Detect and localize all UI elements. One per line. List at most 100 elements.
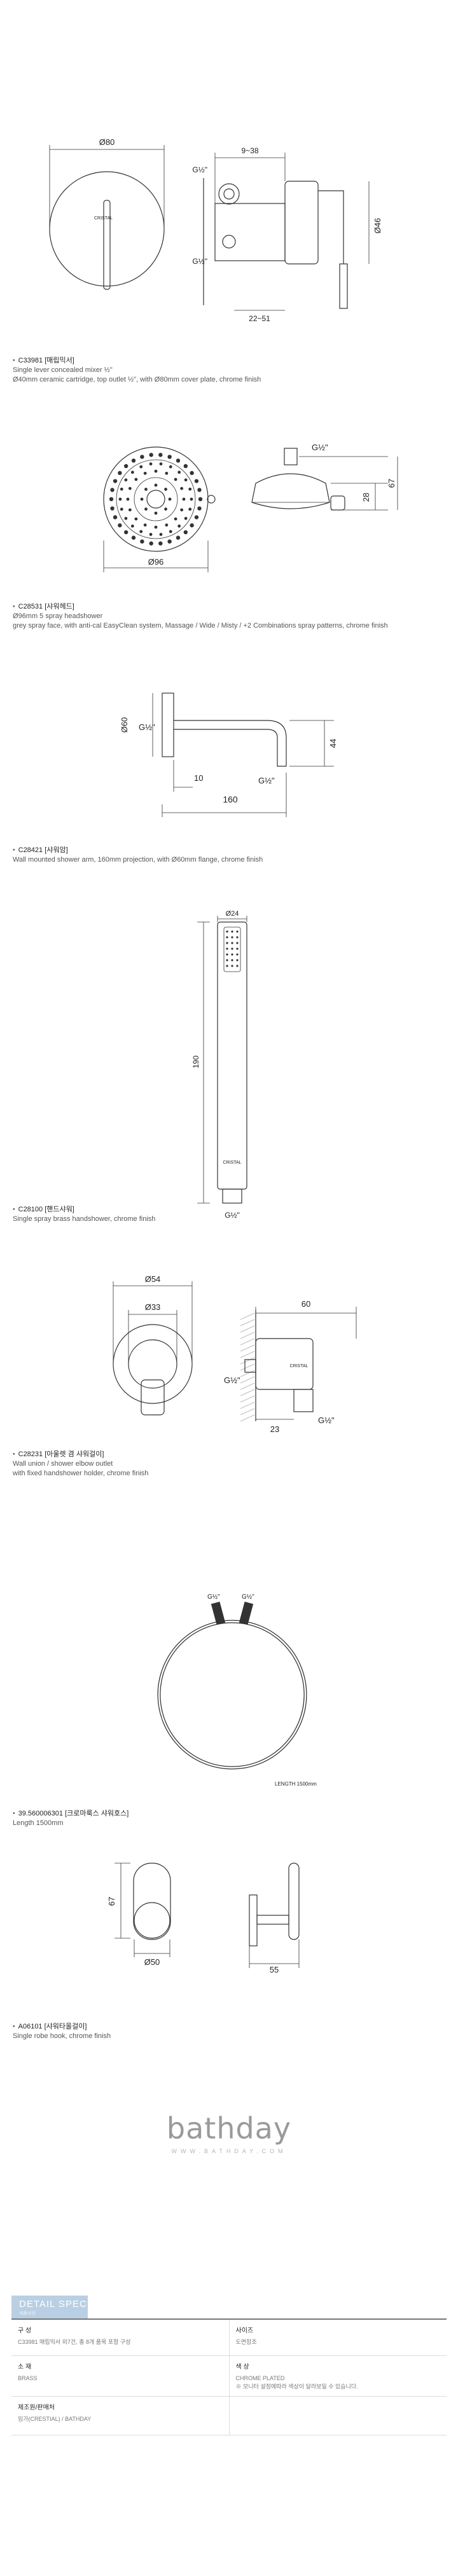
handshower-drawing: Ø24 CRISTAL 190 G½" — [191, 910, 247, 1220]
robe-hook-rosette — [134, 1902, 170, 1939]
detail-spec-table: 구 성 C33981 매립믹서 외7건, 총 8개 품목 포함 구성 사이즈 도… — [11, 2318, 447, 2435]
mixer-dim-inlet: G½" — [192, 257, 207, 266]
shower-hose-desc-1: Length 1500mm — [13, 1819, 64, 1827]
handshower-nozzle — [231, 953, 233, 956]
headshower-nozzle — [109, 497, 114, 502]
handshower-nozzle — [226, 965, 228, 967]
mixer-desc-2: Ø40mm ceramic cartridge, top outlet ½", … — [13, 376, 261, 383]
robe-hook-side-plate — [249, 1894, 258, 1946]
spec-value: CHROME PLATED — [235, 2375, 285, 2381]
headshower-nozzle — [188, 487, 192, 491]
wall-hatch-line — [240, 1414, 255, 1422]
shower-hose-dim-length: LENGTH 1500mm — [275, 1781, 317, 1787]
mixer-cover-plate — [49, 171, 165, 287]
robe-hook-front-body — [133, 1863, 171, 1940]
headshower-nozzle — [154, 483, 158, 487]
shower-arm-code: C28421 [샤워암] — [13, 846, 263, 855]
product-wall-union: Ø54 Ø33 CRISTAL 60 G½" 23 G½" C28231 [아울… — [0, 1253, 458, 1545]
robe-hook-dim-rosette: Ø50 — [144, 1957, 160, 1967]
headshower-drawing: Ø96 G½" 28 67 — [103, 443, 398, 572]
robe-hook-drawing: 67 Ø50 55 — [107, 1863, 300, 1974]
handshower-desc-1: Single spray brass handshower, chrome fi… — [13, 1215, 156, 1223]
headshower-nozzle — [158, 541, 163, 546]
headshower-dim-total-height: 67 — [387, 479, 396, 488]
wall-hatch-line — [240, 1395, 255, 1403]
headshower-nozzle — [120, 487, 123, 491]
wall-union-code: C28231 [아울렛 겸 샤워걸이] — [13, 1450, 148, 1459]
wall-hatch-line — [240, 1389, 255, 1396]
headshower-nozzle — [180, 508, 184, 512]
headshower-nozzle — [158, 453, 163, 457]
robe-hook-dim-projection: 55 — [270, 1965, 279, 1974]
headshower-nozzle — [140, 497, 144, 501]
headshower-nozzle — [169, 530, 172, 534]
headshower-nozzle — [113, 515, 118, 520]
headshower-dim-diameter: Ø96 — [148, 557, 164, 567]
mixer-dim-cover-diameter: Ø80 — [99, 137, 115, 147]
spec-value: C33981 매립믹서 외7건, 총 8개 품목 포함 구성 — [18, 2339, 131, 2345]
wall-hatch-line — [240, 1351, 255, 1358]
handshower-nozzle — [236, 936, 239, 939]
wall-union-mark: CRISTAL — [289, 1364, 308, 1368]
handshower-nozzle — [231, 930, 233, 933]
brand-logo: bathday WWW.BATHDAY.COM — [0, 2111, 458, 2154]
mixer-dim-install-depth: 22~51 — [249, 314, 270, 323]
wall-hatch-line — [240, 1357, 255, 1365]
wall-union-flange — [113, 1324, 193, 1404]
wall-hatch-line — [240, 1408, 255, 1415]
headshower-desc-2: grey spray face, with anti-cal EasyClean… — [13, 622, 388, 630]
headshower-nozzle — [197, 506, 202, 511]
mixer-drawing: CRISTAL Ø80 9~38 G½" G½" Ø46 22~51 — [49, 137, 382, 323]
headshower-nozzle — [188, 507, 192, 511]
shower-arm-dim-flange-depth: 10 — [194, 773, 203, 783]
wall-hatch-line — [240, 1312, 255, 1320]
headshower-nozzle — [154, 511, 158, 515]
headshower-nozzle — [194, 479, 199, 483]
headshower-nozzle — [149, 533, 153, 536]
shower-hose-dim-right-thread: G½" — [242, 1594, 254, 1601]
product-shower-hose: G½" G½" LENGTH 1500mm 39.560006301 [크로마룩… — [0, 1545, 458, 1838]
headshower-nozzle — [167, 455, 172, 459]
shower-arm-drawing: Ø60 G½" 44 10 G½" 160 — [120, 692, 338, 817]
handshower-nozzle — [236, 942, 239, 944]
shower-hose-drawing: G½" G½" LENGTH 1500mm — [157, 1594, 317, 1787]
headshower-nozzle — [124, 478, 128, 482]
shower-arm-dim-drop: 44 — [328, 739, 338, 748]
handshower-nozzle — [236, 959, 239, 961]
wall-hatch-line — [240, 1370, 255, 1377]
headshower-nozzle — [180, 486, 184, 490]
handshower-nozzle — [231, 936, 233, 939]
wall-union-dim-offset: 23 — [270, 1424, 279, 1434]
headshower-nozzle — [123, 530, 128, 535]
wall-union-elbow — [141, 1379, 165, 1415]
handshower-nozzle — [226, 936, 228, 939]
spec-cell-size: 사이즈 도면참조 — [228, 2320, 447, 2355]
headshower-nozzle — [134, 517, 138, 521]
spec-label: 색 상 — [235, 2364, 249, 2371]
headshower-nozzle — [174, 478, 177, 481]
headshower-nozzle — [123, 464, 128, 469]
product-headshower: Ø96 G½" 28 67 C28531 [샤워헤드] Ø96mm 5 spra… — [0, 388, 458, 642]
mixer-caption: C33981 [매립믹서] Single lever concealed mix… — [13, 356, 261, 385]
wall-union-dim-projection: 60 — [302, 1299, 310, 1309]
brand-url: WWW.BATHDAY.COM — [171, 2148, 287, 2154]
headshower-nozzle — [130, 524, 134, 528]
wall-hatch-line — [240, 1376, 255, 1384]
headshower-nozzle — [118, 523, 122, 528]
handshower-dim-thread: G½" — [225, 1211, 240, 1220]
robe-hook-code: A06101 [샤워타올걸이] — [13, 2022, 111, 2032]
headshower-nozzle — [177, 524, 181, 528]
spec-value: BRASS — [18, 2375, 38, 2381]
robe-hook-dim-height: 67 — [107, 1897, 116, 1906]
headshower-nozzle — [113, 479, 118, 483]
headshower-nozzle — [159, 462, 163, 465]
handshower-nozzle — [226, 942, 228, 944]
wall-union-dim-flange: Ø54 — [145, 1274, 161, 1284]
spec-cell-manufacturer: 제조원/판매처 임가(CRESTIAL) / BATHDAY — [11, 2397, 229, 2435]
wall-hatch-line — [240, 1363, 255, 1371]
headshower-nozzle — [198, 497, 203, 502]
robe-hook-side-body — [288, 1863, 300, 1940]
spec-row: 구 성 C33981 매립믹서 외7건, 총 8개 품목 포함 구성 사이즈 도… — [11, 2320, 447, 2356]
wall-union-dim-wall-thread: G½" — [224, 1375, 240, 1385]
headshower-nozzle — [139, 465, 143, 469]
